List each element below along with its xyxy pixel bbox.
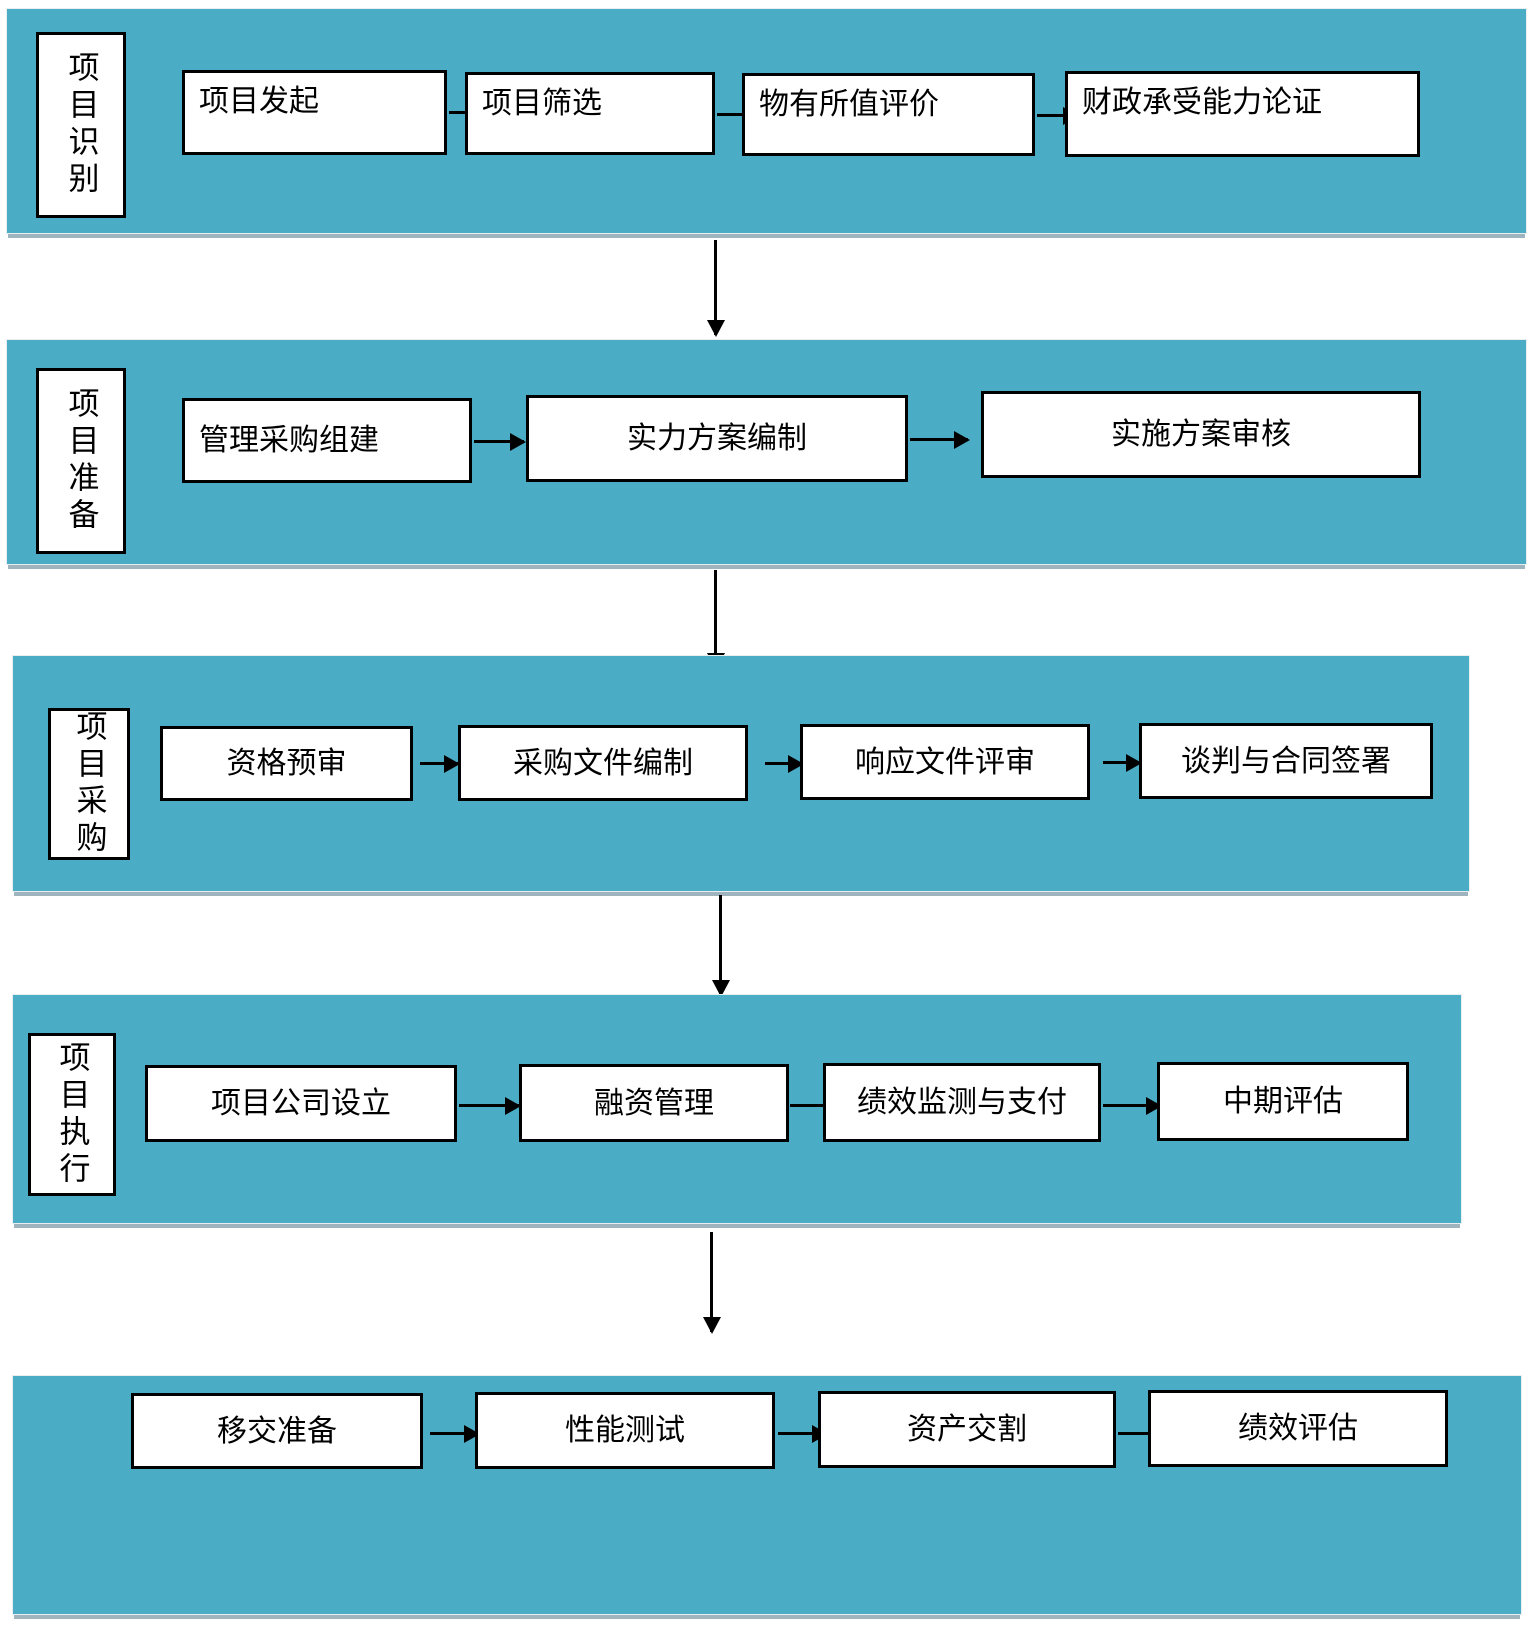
step-arrow-3-2 — [765, 762, 802, 765]
stage-connector-3-4 — [719, 895, 722, 995]
step-box-1-3[interactable]: 物有所值评价 — [742, 73, 1035, 156]
step-arrow-3-1 — [420, 762, 458, 765]
step-box-4-1[interactable]: 项目公司设立 — [145, 1065, 457, 1142]
step-box-3-2[interactable]: 采购文件编制 — [458, 725, 748, 801]
step-box-1-2[interactable]: 项目筛选 — [465, 72, 715, 155]
step-arrow-4-2 — [790, 1104, 838, 1107]
step-box-3-1[interactable]: 资格预审 — [160, 726, 413, 801]
step-box-2-2[interactable]: 实力方案编制 — [526, 395, 908, 482]
step-box-2-3[interactable]: 实施方案审核 — [981, 391, 1421, 478]
step-box-3-3[interactable]: 响应文件评审 — [800, 724, 1090, 800]
step-arrow-5-1 — [430, 1432, 478, 1435]
step-arrow-5-2 — [778, 1432, 826, 1435]
step-arrow-3-3 — [1103, 761, 1140, 764]
stage-label-3: 项目采购 — [48, 708, 130, 860]
stage-label-4: 项目执行 — [28, 1033, 116, 1196]
step-arrow-2-1 — [474, 440, 524, 443]
step-box-4-2[interactable]: 融资管理 — [519, 1064, 789, 1142]
step-box-2-1[interactable]: 管理采购组建 — [182, 398, 472, 483]
stage-label-1: 项目识别 — [36, 32, 126, 218]
step-box-5-4[interactable]: 绩效评估 — [1148, 1390, 1448, 1467]
step-arrow-4-1 — [459, 1104, 519, 1107]
step-box-4-3[interactable]: 绩效监测与支付 — [823, 1063, 1101, 1142]
step-box-4-4[interactable]: 中期评估 — [1157, 1062, 1409, 1141]
stage-connector-4-5 — [710, 1232, 713, 1332]
step-arrow-4-3 — [1103, 1104, 1160, 1107]
step-arrow-5-3 — [1118, 1432, 1166, 1435]
step-box-5-3[interactable]: 资产交割 — [818, 1391, 1116, 1468]
stage-label-2: 项目准备 — [36, 368, 126, 554]
step-arrow-2-2 — [910, 438, 968, 441]
step-box-1-4[interactable]: 财政承受能力论证 — [1065, 71, 1420, 157]
step-arrow-1-2 — [717, 113, 757, 116]
stage-connector-2-3 — [714, 570, 717, 668]
step-box-5-2[interactable]: 性能测试 — [475, 1392, 775, 1469]
step-box-5-1[interactable]: 移交准备 — [131, 1393, 423, 1469]
stage-connector-1-2 — [714, 240, 717, 335]
step-box-3-4[interactable]: 谈判与合同签署 — [1139, 723, 1433, 799]
step-arrow-1-3 — [1037, 114, 1077, 117]
step-box-1-1[interactable]: 项目发起 — [182, 70, 447, 155]
